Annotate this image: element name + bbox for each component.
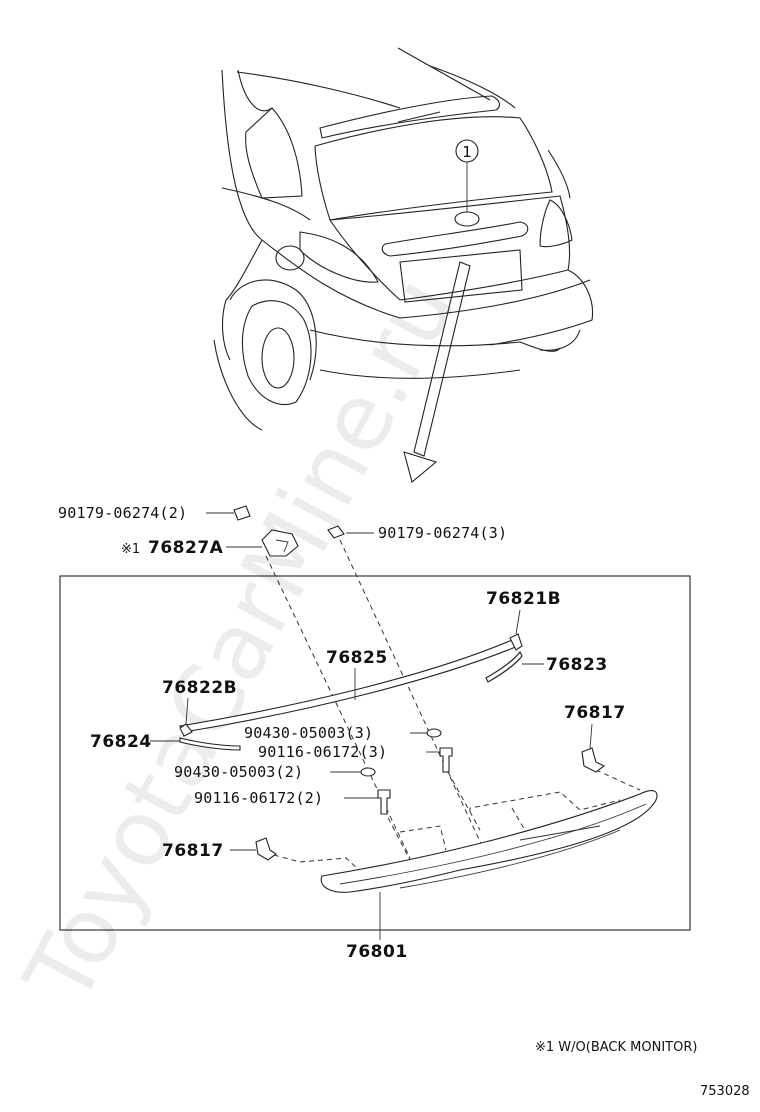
label-76823: 76823 — [546, 655, 608, 675]
molding-76822B — [179, 697, 193, 737]
washer-90430-2 — [330, 767, 376, 777]
label-90116-06172-3: 90116-06172(3) — [258, 743, 387, 761]
spoiler-76801 — [320, 790, 658, 940]
footnote: ※1 W/O(BACK MONITOR) — [535, 1040, 697, 1055]
label-90179-06274-2: 90179-06274(2) — [58, 504, 187, 522]
clip-90179-left — [206, 505, 251, 521]
dashed-leaders — [265, 539, 641, 881]
bolt-90116-2 — [344, 789, 391, 815]
label-90430-05003-3: 90430-05003(3) — [244, 724, 373, 742]
clip-90179-right — [327, 525, 374, 539]
label-76817-right: 76817 — [564, 703, 626, 723]
molding-76824 — [150, 737, 241, 751]
label-90430-05003-2: 90430-05003(2) — [174, 763, 303, 781]
clip-76817-left — [230, 837, 277, 861]
label-note-mark: ※1 — [121, 542, 140, 557]
car-rear-illustration — [213, 47, 594, 431]
molding-76821B — [509, 609, 523, 651]
watermark: ToyotaCarMine.ru — [4, 260, 476, 1021]
label-76822B: 76822B — [162, 678, 237, 698]
bolt-90116-3 — [426, 747, 453, 773]
diagram-number: 753028 — [700, 1084, 750, 1099]
label-76821B: 76821B — [486, 589, 561, 609]
label-90179-06274-3: 90179-06274(3) — [378, 524, 507, 542]
washer-90430-3 — [410, 728, 442, 738]
label-90116-06172-2: 90116-06172(2) — [194, 789, 323, 807]
callout-1: 1 — [455, 139, 479, 212]
assembly-frame — [59, 575, 691, 931]
label-76824: 76824 — [90, 732, 152, 752]
callout-1-number: 1 — [462, 143, 472, 161]
label-76825: 76825 — [326, 648, 388, 668]
molding-76823 — [485, 650, 544, 683]
label-76827A: 76827A — [148, 538, 224, 558]
detail-arrow — [403, 261, 471, 483]
label-76817-left: 76817 — [162, 841, 224, 861]
clip-76817-right — [581, 723, 606, 773]
label-76801: 76801 — [346, 942, 408, 962]
bracket-76827A — [226, 529, 299, 557]
